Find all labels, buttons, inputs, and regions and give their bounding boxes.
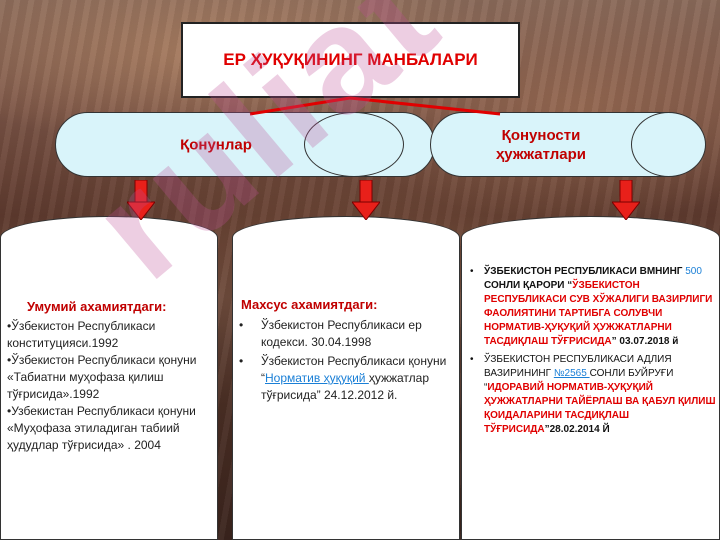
order-title: ИДОРАВИЙ НОРМАТИВ-ҲУҚУҚИЙ ҲУЖЖАТЛАРНИ ТА… <box>484 382 716 435</box>
arrow-down-icon <box>127 180 155 220</box>
list-item: • Ўзбекистон Республикаси ер кодекси. 30… <box>239 317 457 351</box>
list-item-text: ЎЗБЕКИСТОН РЕСПУБЛИКАСИ ВМНИНГ 500 СОНЛИ… <box>484 265 718 349</box>
special-laws-list: • Ўзбекистон Республикаси ер кодекси. 30… <box>239 317 457 406</box>
list-item: • ЎЗБЕКИСТОН РЕСПУБЛИКАСИ АДЛИЯ ВАЗИРИНИ… <box>470 353 718 437</box>
list-item: •Ўзбекистон Республикаси қонуни «Табиатн… <box>7 353 197 401</box>
arrow-down-icon <box>612 180 640 220</box>
bylaws-ellipse-decoration <box>631 112 706 177</box>
order-issuer: ЎЗБЕКИСТОН РЕСПУБЛИКАСИ АДЛИЯ ВАЗИРИНИНГ <box>484 354 672 379</box>
decree-number-link[interactable]: 500 <box>685 266 702 277</box>
law-prefix: Ўзбекистон Республикаси қонуни “ <box>261 354 447 385</box>
decree-type: СОНЛИ ҚАРОРИ “ <box>484 280 573 291</box>
order-date: ”28.02.2014 Й <box>544 424 610 435</box>
connector-left <box>249 96 351 116</box>
general-laws-panel: Умумий ахамиятдаги: •Ўзбекистон Республи… <box>0 216 218 540</box>
arrow-down-icon <box>352 180 380 220</box>
list-item: •Ўзбекистон Республикаси конституцияси.1… <box>7 319 156 350</box>
list-item: • Ўзбекистон Республикаси қонуни “Нормат… <box>239 353 457 404</box>
bullet-icon: • <box>470 266 474 277</box>
laws-label: Қонунлар <box>180 136 252 153</box>
list-item-text: ЎЗБЕКИСТОН РЕСПУБЛИКАСИ АДЛИЯ ВАЗИРИНИНГ… <box>484 353 718 437</box>
normative-acts-link[interactable]: Норматив ҳуқуқий <box>265 371 369 385</box>
laws-ellipse-decoration <box>304 112 404 177</box>
bylaws-label: Қонуности ҳужжатлари <box>495 126 587 163</box>
law-suffix: ҳужжатлар тўғрисида” 24.12.2012 й. <box>261 371 430 402</box>
list-item: • ЎЗБЕКИСТОН РЕСПУБЛИКАСИ ВМНИНГ 500 СОН… <box>470 265 718 349</box>
decree-issuer: ЎЗБЕКИСТОН РЕСПУБЛИКАСИ ВМНИНГ <box>484 266 686 277</box>
special-heading: Махсус ахамиятдаги: <box>241 297 378 312</box>
bylaws-category: Қонуности ҳужжатлари <box>430 112 706 177</box>
general-heading: Умумий ахамиятдаги: <box>27 299 167 314</box>
order-number-link[interactable]: №2565 <box>553 368 590 379</box>
special-laws-panel: Махсус ахамиятдаги: • Ўзбекистон Республ… <box>232 216 460 540</box>
order-type: СОНЛИ БУЙРУҒИ “ <box>484 368 674 393</box>
bullet-icon: • <box>239 318 244 332</box>
list-item-text: Ўзбекистон Республикаси қонуни “Норматив… <box>261 353 457 404</box>
list-item-text: Ўзбекистон Республикаси ер кодекси. 30.0… <box>261 318 422 349</box>
decree-date: ” 03.07.2018 й <box>611 336 679 347</box>
bylaws-list: • ЎЗБЕКИСТОН РЕСПУБЛИКАСИ ВМНИНГ 500 СОН… <box>470 265 718 441</box>
bullet-icon: • <box>239 354 244 368</box>
decree-title: ЎЗБЕКИСТОН РЕСПУБЛИКАСИ СУВ ХЎЖАЛИГИ ВАЗ… <box>484 280 713 347</box>
laws-category: Қонунлар <box>55 112 435 177</box>
general-laws-list: •Ўзбекистон Республикаси конституцияси.1… <box>7 318 217 454</box>
bullet-icon: • <box>470 354 474 365</box>
connector-right <box>349 96 501 116</box>
list-item: •Узбекистан Республикаси қонуни «Муҳофаз… <box>7 404 196 452</box>
